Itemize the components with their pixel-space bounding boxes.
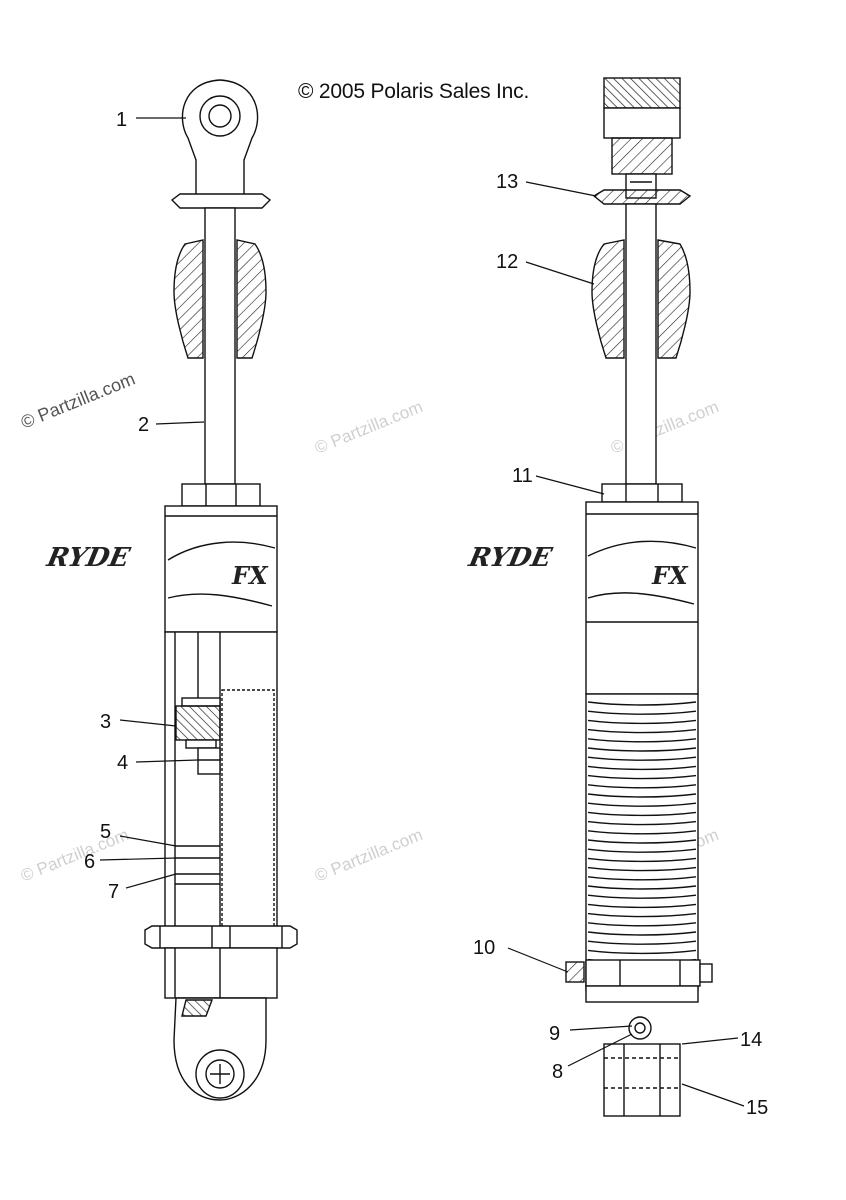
callout-15: 15 (746, 1097, 768, 1119)
callout-6: 6 (84, 851, 95, 873)
spring-coil (587, 728, 697, 734)
callout-labels: 1 2 3 4 5 6 7 8 9 10 11 12 13 14 15 (84, 109, 768, 1119)
spring-coil (587, 940, 697, 945)
spring-coil (587, 830, 697, 835)
callout-9: 9 (549, 1023, 560, 1045)
spring-coil (587, 848, 697, 853)
brand-text-2: FX (651, 561, 689, 590)
spring-coil (587, 793, 697, 798)
spring-coil (587, 839, 697, 844)
spring-coil (587, 857, 697, 863)
spring-coil (587, 876, 697, 881)
spring-coil (587, 922, 697, 927)
spring-coil (587, 784, 697, 789)
callout-10: 10 (473, 937, 495, 959)
callout-13: 13 (496, 171, 518, 193)
callout-14: 14 (740, 1029, 762, 1051)
spring-coil (587, 765, 697, 771)
callout-1: 1 (116, 109, 127, 131)
spring-coil (587, 903, 697, 909)
callout-3: 3 (100, 711, 111, 733)
spring-coil (587, 738, 697, 743)
callout-4: 4 (117, 752, 128, 774)
spring-coil (587, 811, 697, 817)
spring-coil (587, 931, 697, 936)
callout-8: 8 (552, 1061, 563, 1083)
spring-coil (587, 701, 697, 706)
right-shock: RYDE FX (465, 77, 713, 1117)
spring-coil (587, 949, 697, 955)
left-shock: RYDE FX (43, 79, 298, 1101)
callout-12: 12 (496, 251, 518, 273)
brand-text-1: RYDE (43, 542, 133, 573)
spring-coil (587, 912, 697, 918)
spring-coil (587, 747, 697, 752)
callout-11: 11 (512, 465, 533, 487)
spring-coil (587, 885, 697, 890)
spring-coils (587, 701, 697, 964)
callout-2: 2 (138, 414, 149, 436)
leader-lines (99, 117, 745, 1107)
spring-coil (587, 719, 697, 725)
callout-5: 5 (100, 821, 111, 843)
spring-coil (587, 774, 697, 780)
callout-7: 7 (108, 881, 119, 903)
spring-coil (587, 894, 697, 899)
spring-coil (587, 802, 697, 807)
copyright-notice: © 2005 Polaris Sales Inc. (298, 80, 530, 103)
spring-coil (587, 820, 697, 826)
brand-text-1: RYDE (465, 542, 555, 573)
spring-coil (587, 866, 697, 872)
brand-text-2: FX (231, 561, 269, 590)
spring-coil (587, 756, 697, 761)
spring-coil (587, 710, 697, 715)
